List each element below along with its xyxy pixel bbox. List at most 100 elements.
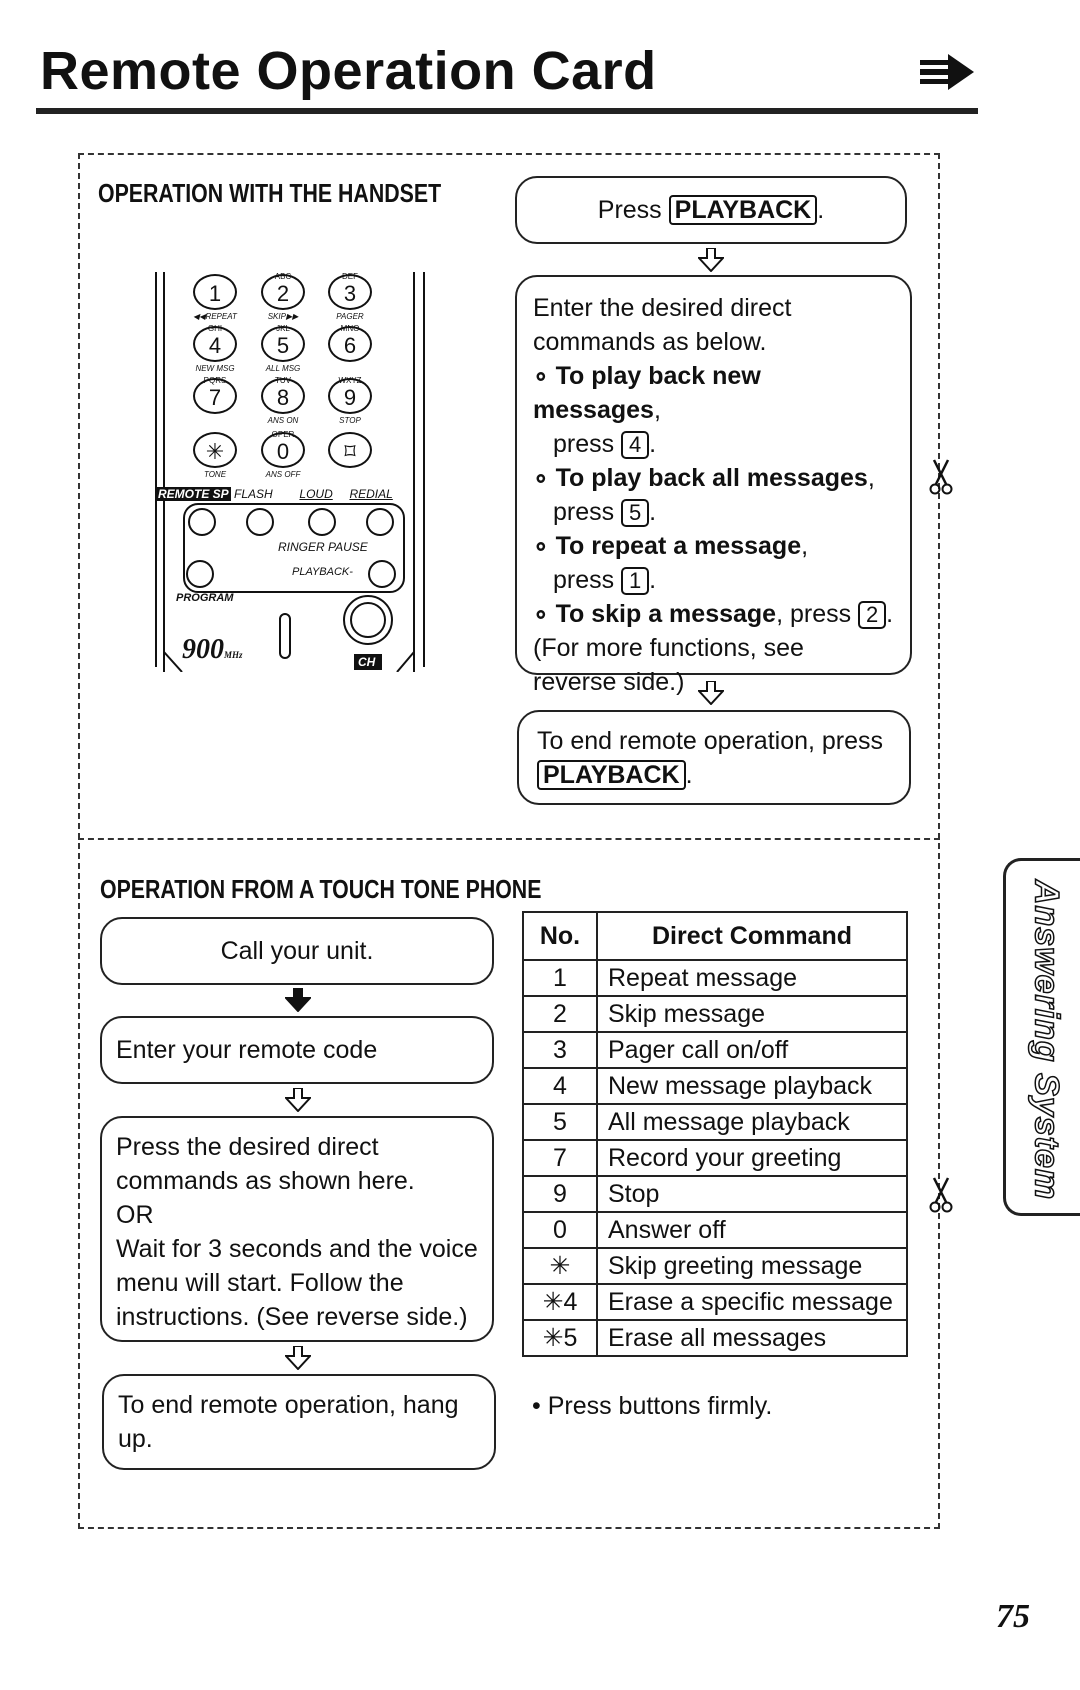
keypad-key-button [328, 326, 372, 362]
keypad-key-letters: PQRS [203, 376, 227, 385]
step-text: Press the desired direct commands as sho… [116, 1133, 415, 1195]
keypad-key-button [193, 326, 237, 362]
keypad-key-button [328, 274, 372, 310]
command-text: , press [776, 600, 859, 628]
command-description: Skip message [596, 995, 908, 1033]
page-number: 75 [996, 1598, 1030, 1635]
keypad-key-digit: ✳ [205, 439, 225, 464]
command-text: press [553, 566, 622, 594]
keypad-key-digit: ⌑ [344, 439, 356, 464]
playback-key: PLAYBACK [537, 760, 686, 790]
command-number: ✳ [522, 1247, 598, 1285]
keypad-key-letters: TUV [275, 376, 291, 385]
card-cut-line [78, 153, 940, 1529]
down-arrow-icon [285, 988, 311, 1012]
keypad-key-sublabel: PAGER [336, 312, 364, 321]
page-title: Remote Operation Card [40, 41, 657, 101]
keypad-key-digit: 1 [208, 281, 222, 306]
redial-label: REDIAL [349, 487, 393, 501]
command-text: , [801, 532, 809, 560]
touchtone-step-call: Call your unit. [100, 917, 494, 985]
keypad-key-button [328, 432, 372, 468]
step-text: . [817, 196, 825, 224]
command-press-line: press 4. [533, 427, 894, 461]
keypad-key-letters: JKL [276, 324, 290, 333]
command-press-line: press 1. [533, 563, 894, 597]
command-text: . [886, 600, 894, 628]
command-text: press [553, 498, 622, 526]
step-text: Wait for 3 seconds and the voice menu wi… [116, 1235, 478, 1331]
command-description: Skip greeting message [596, 1247, 908, 1285]
keypad-key-button [193, 432, 237, 468]
keypad-key-button [193, 274, 237, 310]
keypad-key-sublabel: SKIP▶▶ [267, 312, 299, 321]
keypad-key-digit: 5 [276, 333, 290, 358]
brand-label: 900 [182, 634, 224, 665]
down-arrow-icon [698, 681, 724, 705]
table-header-row: No. Direct Command [522, 911, 908, 961]
command-number: ✳5 [522, 1319, 598, 1357]
command-description: All message playback [596, 1103, 908, 1141]
step-intro: Enter the desired direct commands as bel… [533, 294, 792, 356]
command-list-item: ∘ To play back new messages,press 4. [533, 359, 894, 461]
command-description: Repeat message [596, 959, 908, 997]
command-list-item: ∘ To repeat a message,press 1. [533, 529, 894, 597]
command-description: Stop [596, 1175, 908, 1213]
command-list-item: ∘ To skip a message, press 2. [533, 600, 894, 629]
table-row: ✳Skip greeting message [522, 1247, 908, 1285]
command-description: Answer off [596, 1211, 908, 1249]
keypad-key-button [328, 378, 372, 414]
right-arrow-icon [920, 54, 974, 90]
number-key: 4 [621, 431, 650, 459]
handset-step-direct-commands: Enter the desired direct commands as bel… [515, 275, 912, 696]
scissors-icon [929, 459, 953, 495]
command-number: 2 [522, 995, 598, 1033]
playback-label: PLAYBACK [292, 566, 350, 578]
command-description: Record your greeting [596, 1139, 908, 1177]
keypad-key-digit: 7 [208, 385, 222, 410]
keypad-key-sublabel: ANS OFF [265, 470, 301, 479]
number-key: 2 [858, 601, 887, 629]
touchtone-section-heading: OPERATION FROM A TOUCH TONE PHONE [100, 874, 542, 904]
command-list-item: ∘ To play back all messages,press 5. [533, 461, 894, 529]
keypad-key-letters: OPER [271, 430, 295, 439]
keypad-key-button [261, 326, 305, 362]
handset-section-heading: OPERATION WITH THE HANDSET [98, 178, 442, 208]
keypad-key-digit: 9 [343, 385, 357, 410]
side-tab-label: Answering System [1027, 879, 1067, 1201]
playback-key: PLAYBACK [668, 195, 818, 225]
keypad-key-button [261, 274, 305, 310]
or-text: OR [116, 1201, 154, 1229]
number-key: 1 [621, 567, 650, 595]
keypad-key-digit: 8 [276, 385, 290, 410]
keypad-key-sublabel: ANS ON [267, 416, 299, 425]
step-text: . [685, 761, 693, 789]
handset-step-end: To end remote operation, press PLAYBACK. [517, 710, 911, 805]
step-text: Enter your remote code [116, 1036, 378, 1064]
command-number: 4 [522, 1067, 598, 1105]
step-text: . [220, 1100, 228, 1128]
ringer-label: RINGER [278, 540, 325, 554]
down-arrow-icon [285, 1346, 311, 1370]
command-text: . [649, 566, 657, 594]
command-number: 3 [522, 1031, 598, 1069]
flash-label: FLASH [234, 487, 273, 501]
keypad-key-letters: DEF [342, 272, 358, 281]
command-text: . [649, 498, 657, 526]
command-action: To skip a message [555, 600, 777, 628]
keypad-key-sublabel: ◀◀REPEAT [193, 312, 237, 321]
